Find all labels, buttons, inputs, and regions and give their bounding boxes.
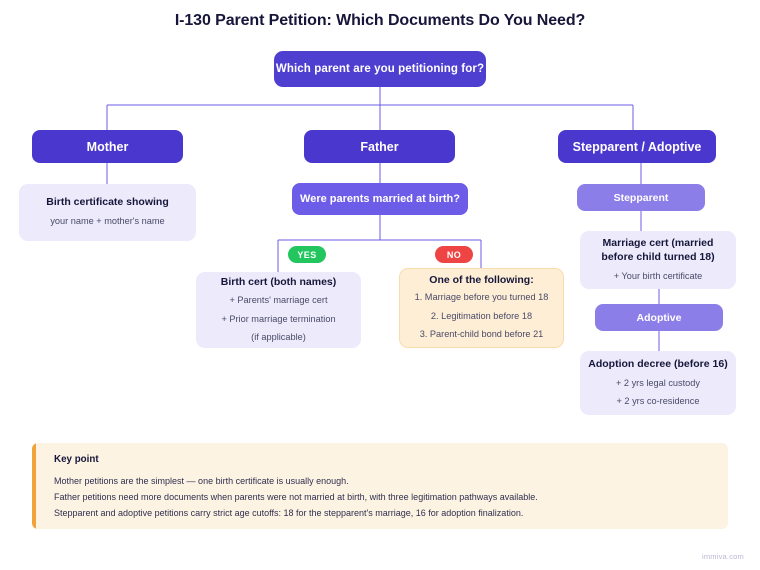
node-branch-stepparent-adoptive[interactable]: Stepparent / Adoptive — [558, 130, 716, 163]
node-pill-adoptive-label: Adoptive — [636, 311, 682, 324]
keypoint-line-2: Stepparent and adoptive petitions carry … — [54, 507, 524, 518]
node-question-father-label: Were parents married at birth? — [300, 193, 460, 205]
doc-card-adoptive-head: Adoption decree (before 16) — [588, 357, 728, 370]
doc-card-father-yes: Birth cert (both names) + Parents' marri… — [196, 272, 361, 348]
doc-card-adoptive-line-0: + 2 yrs legal custody — [615, 377, 700, 388]
badge-no: NO — [435, 246, 473, 263]
badge-no-label: NO — [446, 249, 462, 260]
node-pill-stepparent-label: Stepparent — [613, 191, 669, 204]
keypoint-callout: Key point Mother petitions are the simpl… — [32, 443, 728, 529]
node-root-question[interactable]: Which parent are you petitioning for? — [274, 51, 486, 87]
doc-card-mother: Birth certificate showing your name + mo… — [19, 184, 196, 241]
keypoint-accent-bar — [32, 443, 36, 529]
node-branch-father[interactable]: Father — [304, 130, 455, 163]
page-title: I-130 Parent Petition: Which Documents D… — [174, 12, 586, 29]
node-branch-stepparent-adoptive-label: Stepparent / Adoptive — [572, 139, 702, 154]
keypoint-title: Key point — [54, 454, 99, 465]
doc-card-stepparent-head: Marriage cert (married before child turn… — [601, 236, 715, 263]
doc-card-father-yes-line-0: + Parents' marriage cert — [229, 295, 328, 306]
doc-card-father-no-line-0: 1. Marriage before you turned 18 — [414, 291, 549, 302]
doc-card-adoptive: Adoption decree (before 16) + 2 yrs lega… — [580, 351, 736, 415]
node-root-label: Which parent are you petitioning for? — [275, 63, 485, 75]
doc-card-father-no-line-2: 3. Parent-child bond before 21 — [419, 329, 544, 340]
doc-card-mother-line-0: your name + mother's name — [50, 216, 165, 227]
node-branch-mother[interactable]: Mother — [32, 130, 183, 163]
keypoint-line-0: Mother petitions are the simplest — one … — [54, 476, 349, 486]
doc-card-father-no: One of the following: 1. Marriage before… — [399, 268, 564, 348]
doc-card-stepparent-line-0: + Your birth certificate — [613, 270, 703, 281]
doc-card-mother-head: Birth certificate showing — [46, 196, 169, 209]
node-pill-stepparent[interactable]: Stepparent — [577, 184, 705, 211]
doc-card-father-no-head: One of the following: — [429, 273, 534, 286]
badge-yes: YES — [288, 246, 326, 263]
node-question-father-married[interactable]: Were parents married at birth? — [292, 183, 468, 215]
keypoint-body: Key point Mother petitions are the simpl… — [36, 443, 538, 529]
doc-card-stepparent: Marriage cert (married before child turn… — [580, 231, 736, 289]
badge-yes-label: YES — [297, 249, 317, 260]
node-branch-mother-label: Mother — [86, 139, 129, 154]
doc-card-father-no-line-1: 2. Legitimation before 18 — [430, 310, 533, 321]
keypoint-line-1: Father petitions need more documents whe… — [54, 491, 538, 502]
doc-card-father-yes-line-2: (if applicable) — [251, 332, 306, 343]
node-pill-adoptive[interactable]: Adoptive — [595, 304, 723, 331]
doc-card-father-yes-head: Birth cert (both names) — [220, 275, 337, 288]
doc-card-father-yes-line-1: + Prior marriage termination — [221, 313, 336, 324]
watermark: immiva.com — [701, 552, 744, 561]
doc-card-adoptive-line-1: + 2 yrs co-residence — [616, 395, 700, 406]
node-branch-father-label: Father — [360, 139, 399, 154]
